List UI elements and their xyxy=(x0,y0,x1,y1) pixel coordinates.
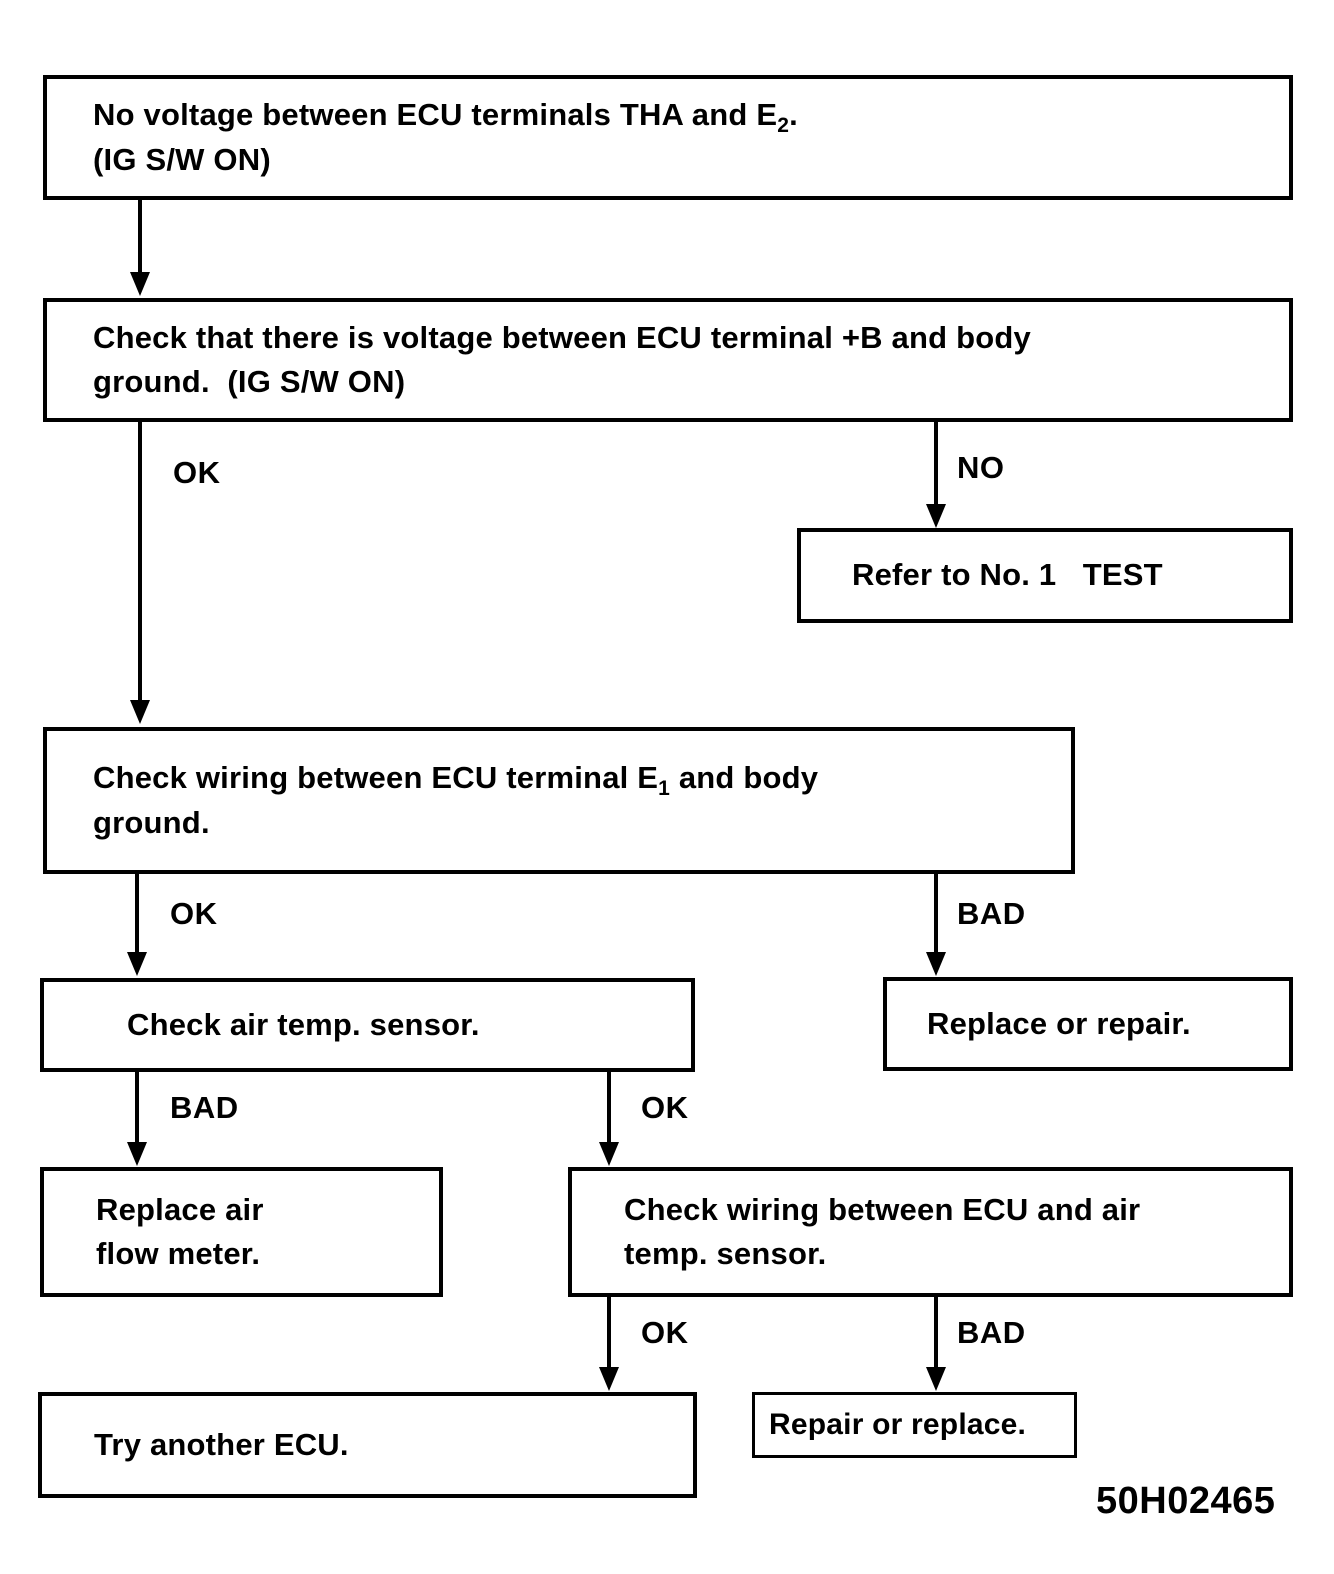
edge-label-check-e1-wiring-ok: OK xyxy=(170,896,218,931)
edge-label-check-air-temp-sensor-ok: OK xyxy=(641,1090,689,1125)
node-check-air-temp-sensor: Check air temp. sensor. xyxy=(40,978,695,1072)
node-refer-test: Refer to No. 1 TEST xyxy=(797,528,1293,623)
node-try-another-ecu: Try another ECU. xyxy=(38,1392,697,1498)
node-check-air-temp-sensor-line-1: Check air temp. sensor. xyxy=(127,1006,480,1042)
node-check-b-voltage: Check that there is voltage between ECU … xyxy=(43,298,1293,422)
node-check-b-voltage-line-1: Check that there is voltage between ECU … xyxy=(93,319,1031,355)
node-replace-or-repair-line-1: Replace or repair. xyxy=(927,1005,1191,1041)
edge-symptom-to-check-b-voltage xyxy=(138,200,142,274)
node-check-b-voltage-line-2: ground. (IG S/W ON) xyxy=(93,364,406,399)
edge-label-check-ecu-sensor-wiring-bad: BAD xyxy=(957,1315,1026,1350)
node-symptom-line-1: No voltage between ECU terminals THA and… xyxy=(93,97,798,138)
edge-label-check-e1-wiring-bad: BAD xyxy=(957,896,1026,931)
node-try-another-ecu-line-1: Try another ECU. xyxy=(94,1426,349,1462)
node-symptom-line-2: (IG S/W ON) xyxy=(93,141,271,177)
arrowhead-check-ecu-sensor-wiring-ok xyxy=(599,1367,619,1391)
figure-code: 50H02465 xyxy=(1096,1480,1276,1522)
edge-check-e1-wiring-bad xyxy=(934,874,938,954)
arrowhead-check-b-voltage-ok xyxy=(130,700,150,724)
arrowhead-check-ecu-sensor-wiring-bad xyxy=(926,1367,946,1391)
edge-label-check-air-temp-sensor-bad: BAD xyxy=(170,1090,239,1125)
arrowhead-symptom-to-check-b-voltage xyxy=(130,272,150,296)
node-check-e1-wiring: Check wiring between ECU terminal E1 and… xyxy=(43,727,1075,874)
node-check-ecu-sensor-wiring: Check wiring between ECU and air temp. s… xyxy=(568,1167,1293,1297)
edge-check-air-temp-sensor-ok xyxy=(607,1072,611,1144)
arrowhead-check-e1-wiring-bad xyxy=(926,952,946,976)
node-replace-or-repair: Replace or repair. xyxy=(883,977,1293,1071)
node-refer-test-line-1: Refer to No. 1 TEST xyxy=(852,557,1163,593)
node-replace-air-flow-meter-line-2: flow meter. xyxy=(96,1236,261,1271)
edge-check-e1-wiring-ok xyxy=(135,874,139,954)
edge-check-ecu-sensor-wiring-bad xyxy=(934,1297,938,1369)
arrowhead-check-e1-wiring-ok xyxy=(127,952,147,976)
node-symptom: No voltage between ECU terminals THA and… xyxy=(43,75,1293,200)
node-repair-or-replace: Repair or replace. xyxy=(752,1392,1077,1458)
edge-label-check-b-voltage-ok: OK xyxy=(173,455,221,490)
subscript-1: 1 xyxy=(658,777,671,801)
node-repair-or-replace-line-1: Repair or replace. xyxy=(769,1407,1027,1441)
edge-check-b-voltage-no xyxy=(934,422,938,506)
node-replace-air-flow-meter: Replace air flow meter. xyxy=(40,1167,443,1297)
node-check-ecu-sensor-wiring-line-2: temp. sensor. xyxy=(624,1236,827,1271)
arrowhead-check-b-voltage-no xyxy=(926,504,946,528)
edge-label-check-ecu-sensor-wiring-ok: OK xyxy=(641,1315,689,1350)
edge-check-ecu-sensor-wiring-ok xyxy=(607,1297,611,1369)
node-check-e1-wiring-line-1: Check wiring between ECU terminal E1 and… xyxy=(93,760,819,801)
edge-label-check-b-voltage-no: NO xyxy=(957,450,1005,485)
arrowhead-check-air-temp-sensor-ok xyxy=(599,1142,619,1166)
subscript-2: 2 xyxy=(777,114,790,138)
arrowhead-check-air-temp-sensor-bad xyxy=(127,1142,147,1166)
edge-check-b-voltage-ok xyxy=(138,422,142,702)
node-check-e1-wiring-line-2: ground. xyxy=(93,804,210,840)
node-replace-air-flow-meter-line-1: Replace air xyxy=(96,1191,264,1227)
edge-check-air-temp-sensor-bad xyxy=(135,1072,139,1144)
node-check-ecu-sensor-wiring-line-1: Check wiring between ECU and air xyxy=(624,1191,1141,1227)
